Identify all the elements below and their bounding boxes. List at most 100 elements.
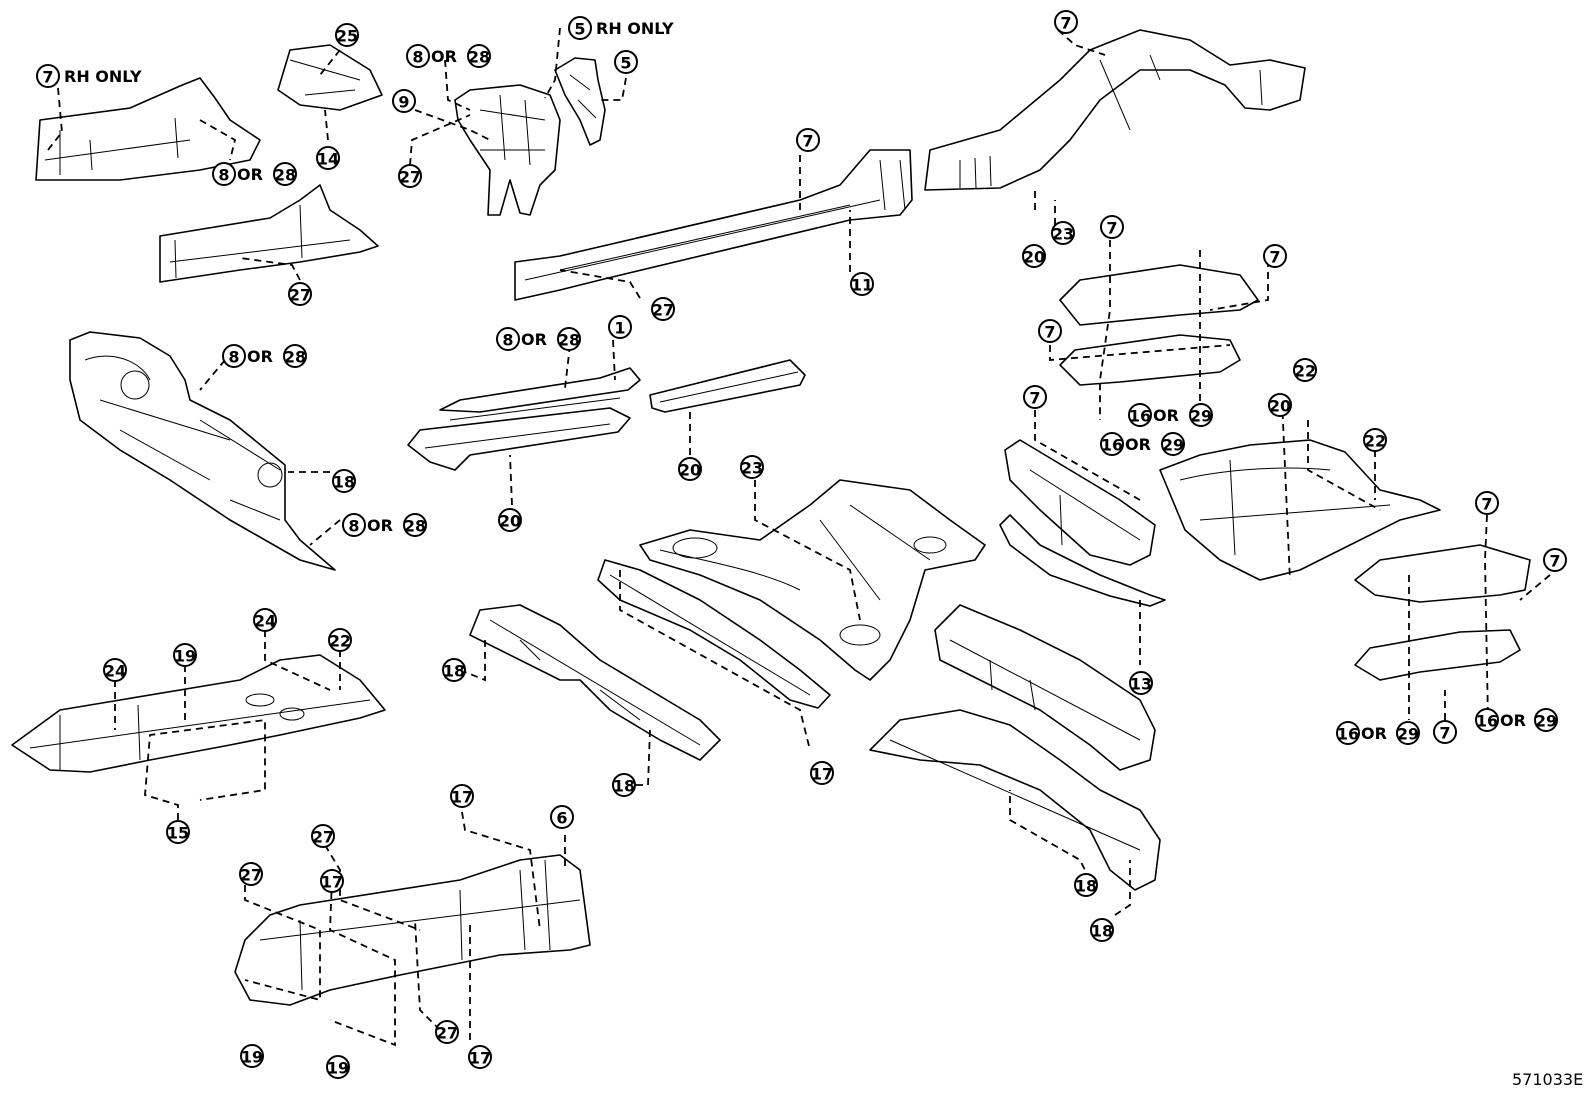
callout-29: 29 — [1161, 432, 1185, 456]
callout-24: 24 — [103, 658, 127, 682]
svg-text:20: 20 — [1269, 397, 1291, 416]
callout-18: 18 — [612, 773, 636, 797]
callout-5: 5 — [614, 50, 638, 74]
svg-text:17: 17 — [469, 1049, 491, 1068]
callout-28: 28 — [403, 513, 427, 537]
callout-27: 27 — [311, 824, 335, 848]
callout-27: 27 — [239, 862, 263, 886]
callout-11: 11 — [850, 272, 874, 296]
front-side-member-lh — [159, 184, 379, 283]
callout-17: 17 — [810, 761, 834, 785]
callout-16: 16 — [1100, 432, 1124, 456]
svg-text:29: 29 — [1190, 407, 1212, 426]
svg-text:20: 20 — [679, 461, 701, 480]
svg-text:5: 5 — [620, 54, 631, 73]
svg-text:11: 11 — [851, 276, 873, 295]
callout-14: 14 — [316, 146, 340, 170]
callout-20: 20 — [1022, 244, 1046, 268]
rear-floor-cross-member-lower-part-13 — [999, 514, 1166, 607]
note-rh-only: RH ONLY — [64, 67, 142, 86]
svg-text:15: 15 — [167, 824, 189, 843]
svg-text:17: 17 — [811, 765, 833, 784]
callout-23: 23 — [740, 455, 764, 479]
front-floor-pan-part-15 — [11, 654, 386, 773]
svg-text:28: 28 — [468, 48, 490, 67]
svg-text:18: 18 — [333, 473, 355, 492]
note-or: OR — [237, 165, 263, 184]
svg-text:17: 17 — [321, 873, 343, 892]
callout-28: 28 — [557, 327, 581, 351]
callout-7: 7 — [36, 64, 60, 88]
svg-text:7: 7 — [1549, 552, 1560, 571]
callout-18: 18 — [1074, 873, 1098, 897]
svg-text:27: 27 — [240, 866, 262, 885]
dash-panel-part-18 — [69, 331, 336, 571]
callout-29: 29 — [1396, 721, 1420, 745]
callout-28: 28 — [273, 162, 297, 186]
callout-23: 23 — [1051, 221, 1075, 245]
svg-text:8: 8 — [348, 517, 359, 536]
svg-text:6: 6 — [556, 809, 567, 828]
svg-text:22: 22 — [1294, 362, 1316, 381]
callout-18: 18 — [1090, 918, 1114, 942]
callout-16: 16 — [1336, 721, 1360, 745]
front-side-member-rh — [35, 77, 261, 181]
note-or: OR — [1361, 724, 1387, 743]
svg-text:25: 25 — [336, 27, 358, 46]
svg-text:18: 18 — [1091, 922, 1113, 941]
quarter-wheel-housing-part-20 — [924, 29, 1306, 191]
note-or: OR — [367, 516, 393, 535]
note-or: OR — [247, 347, 273, 366]
svg-text:8: 8 — [502, 331, 513, 350]
callout-7: 7 — [1543, 548, 1567, 572]
rear-floor-pan-part-22 — [1159, 439, 1441, 581]
svg-text:7: 7 — [1106, 219, 1117, 238]
part-shapes — [11, 29, 1531, 1006]
callout-17: 17 — [320, 869, 344, 893]
callout-5: 5 — [568, 16, 592, 40]
svg-text:22: 22 — [1364, 432, 1386, 451]
note-or: OR — [521, 330, 547, 349]
callout-8: 8 — [212, 162, 236, 186]
floor-side-member-part-17 — [597, 559, 831, 709]
callout-9: 9 — [392, 89, 416, 113]
svg-text:18: 18 — [443, 662, 465, 681]
floor-cross-member-part-20 — [649, 359, 806, 413]
note-or: OR — [1153, 406, 1179, 425]
callout-1: 1 — [608, 315, 632, 339]
callout-15: 15 — [166, 820, 190, 844]
svg-text:18: 18 — [1075, 877, 1097, 896]
callout-22: 22 — [1293, 358, 1317, 382]
svg-text:7: 7 — [1060, 14, 1071, 33]
svg-text:1: 1 — [614, 319, 625, 338]
svg-text:27: 27 — [399, 168, 421, 187]
svg-text:7: 7 — [42, 68, 53, 87]
callout-25: 25 — [335, 23, 359, 47]
svg-text:8: 8 — [228, 348, 239, 367]
callout-20: 20 — [678, 457, 702, 481]
rear-cross-member-lower-part-29 — [1059, 334, 1241, 386]
svg-text:8: 8 — [412, 48, 423, 67]
svg-text:14: 14 — [317, 150, 339, 169]
callout-7: 7 — [1263, 244, 1287, 268]
svg-text:16: 16 — [1476, 712, 1498, 731]
callout-8: 8 — [496, 327, 520, 351]
rear-side-member-part-18 — [869, 709, 1161, 891]
svg-text:28: 28 — [274, 166, 296, 185]
callout-19: 19 — [240, 1044, 264, 1068]
floor-pan-part-23 — [639, 479, 986, 681]
rocker-panel-part-11 — [514, 149, 913, 301]
svg-text:28: 28 — [404, 517, 426, 536]
callout-16: 16 — [1128, 403, 1152, 427]
callout-22: 22 — [328, 628, 352, 652]
note-or: OR — [1125, 435, 1151, 454]
svg-text:7: 7 — [1481, 495, 1492, 514]
svg-text:16: 16 — [1101, 436, 1123, 455]
svg-text:19: 19 — [327, 1059, 349, 1078]
svg-text:19: 19 — [174, 647, 196, 666]
callout-29: 29 — [1189, 403, 1213, 427]
svg-text:24: 24 — [254, 612, 276, 631]
callout-6: 6 — [550, 805, 574, 829]
svg-text:7: 7 — [802, 132, 813, 151]
